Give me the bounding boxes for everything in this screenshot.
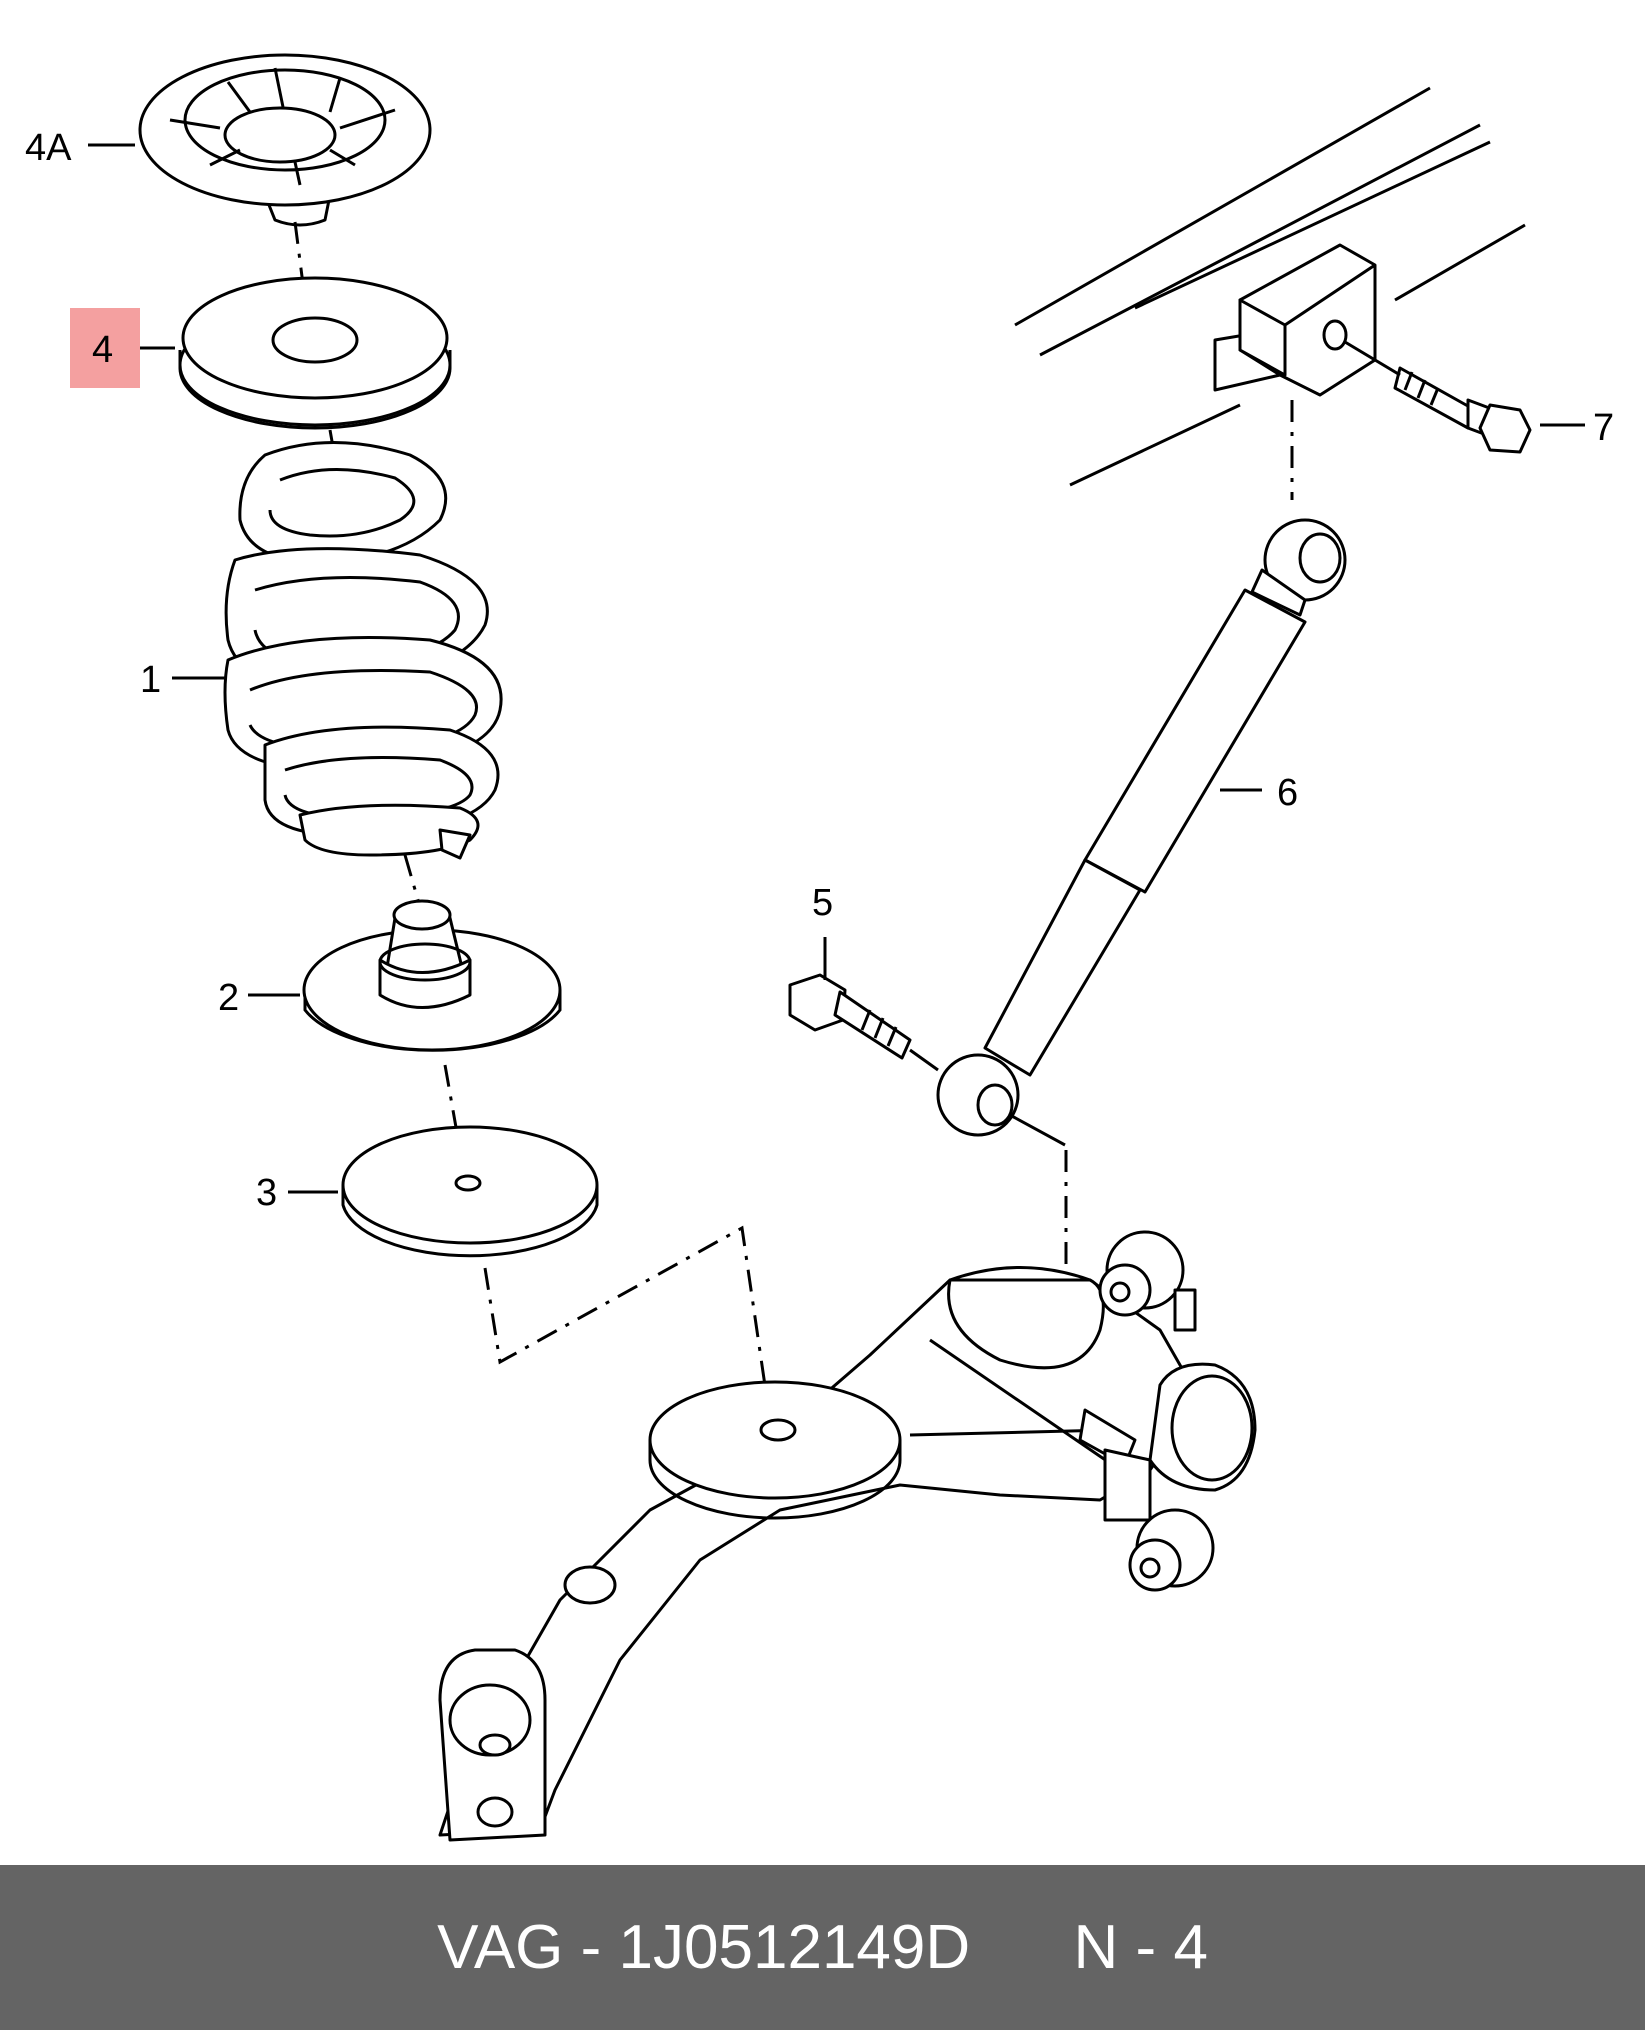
spring-seat-cap-4a: [138, 53, 432, 227]
callout-5: 5: [812, 882, 833, 924]
spring-seat-2: [302, 899, 562, 1052]
callout-6: 6: [1277, 772, 1298, 814]
callout-7: 7: [1593, 407, 1614, 449]
callout-2: 2: [218, 977, 239, 1019]
trailing-arm-axle: [438, 1230, 1257, 1842]
bolt-7: [1344, 340, 1532, 454]
footer-brand: VAG: [437, 1913, 564, 1982]
spring-pad-4: [178, 276, 452, 430]
callout-3: 3: [256, 1172, 277, 1214]
footer-part-number: 1J0512149D: [618, 1913, 971, 1982]
coil-spring-1: [223, 441, 503, 860]
bolt-5: [788, 973, 939, 1072]
vehicle-body-rail: [1014, 86, 1526, 487]
callout-4-highlight: [70, 308, 140, 388]
spring-plate-3: [341, 1125, 599, 1258]
footer-ref-number: 4: [1173, 1913, 1208, 1982]
callout-1: 1: [140, 659, 161, 701]
footer-separator: -: [580, 1913, 602, 1982]
leader-lines: [88, 143, 1585, 1194]
shock-upper-bracket: [1213, 243, 1377, 397]
part-number-footer: VAG - 1J0512149D N - 4: [0, 1865, 1645, 2030]
callout-4: 4: [92, 329, 113, 371]
footer-ref-prefix: N: [1073, 1913, 1119, 1982]
shock-absorber-6: [936, 518, 1347, 1137]
callout-4a: 4A: [25, 127, 72, 169]
exploded-parts-diagram: 4A 4 1 2 3 5 6 7: [25, 53, 1614, 1842]
